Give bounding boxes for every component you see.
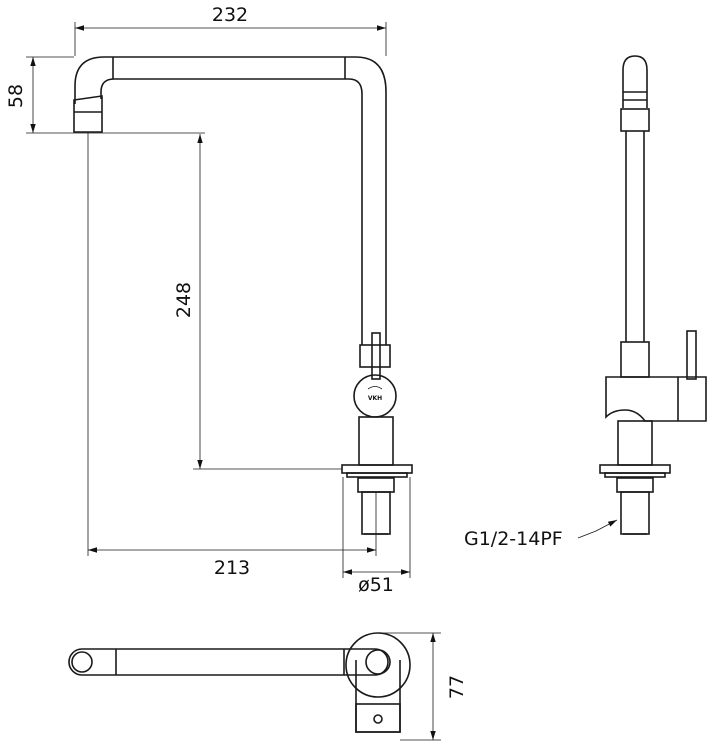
- side-lock-nut: [616, 477, 654, 493]
- handle-stem: [371, 332, 381, 380]
- top-view: 77: [68, 632, 468, 741]
- body-lower: [358, 416, 394, 466]
- aerator: [73, 95, 103, 133]
- front-view: VKH 232 58 248 213 ø51: [5, 4, 413, 596]
- top-base-circle: [345, 632, 411, 698]
- side-body-main: [605, 376, 707, 422]
- side-body-lower: [617, 420, 653, 466]
- top-aerator: [71, 651, 93, 673]
- top-body: [355, 660, 401, 733]
- top-spout-base: [365, 649, 391, 675]
- top-lever: [355, 703, 401, 733]
- side-lever: [686, 330, 697, 380]
- side-collar: [620, 108, 650, 132]
- side-spout-cap: [622, 55, 648, 108]
- dim-77-label: 77: [446, 675, 468, 699]
- side-view: G1/2-14PF: [464, 55, 707, 550]
- spout-inner: [100, 78, 363, 345]
- mounting-flange: [341, 464, 413, 474]
- lock-nut: [357, 477, 395, 493]
- thread-label: G1/2-14PF: [464, 528, 563, 550]
- logo: VKH: [367, 386, 383, 402]
- top-spout-tip: [68, 648, 83, 676]
- dim-58-label: 58: [5, 84, 27, 108]
- top-spout-arm: [82, 648, 389, 676]
- mounting-washer: [346, 472, 408, 478]
- dim-232-label: 232: [212, 4, 248, 26]
- body-upper: [359, 344, 391, 368]
- side-threaded-shank: [620, 491, 650, 535]
- dim-248-label: 248: [173, 282, 195, 318]
- dim-51-label: ø51: [358, 574, 394, 596]
- svg-text:VKH: VKH: [368, 395, 382, 402]
- side-washer: [604, 472, 666, 478]
- thread-leader: [577, 519, 618, 539]
- dim-213-label: 213: [214, 557, 250, 579]
- side-flange: [599, 464, 671, 474]
- top-lever-hole: [373, 714, 383, 724]
- spout-outer: [74, 56, 387, 345]
- side-body-upper: [620, 341, 650, 378]
